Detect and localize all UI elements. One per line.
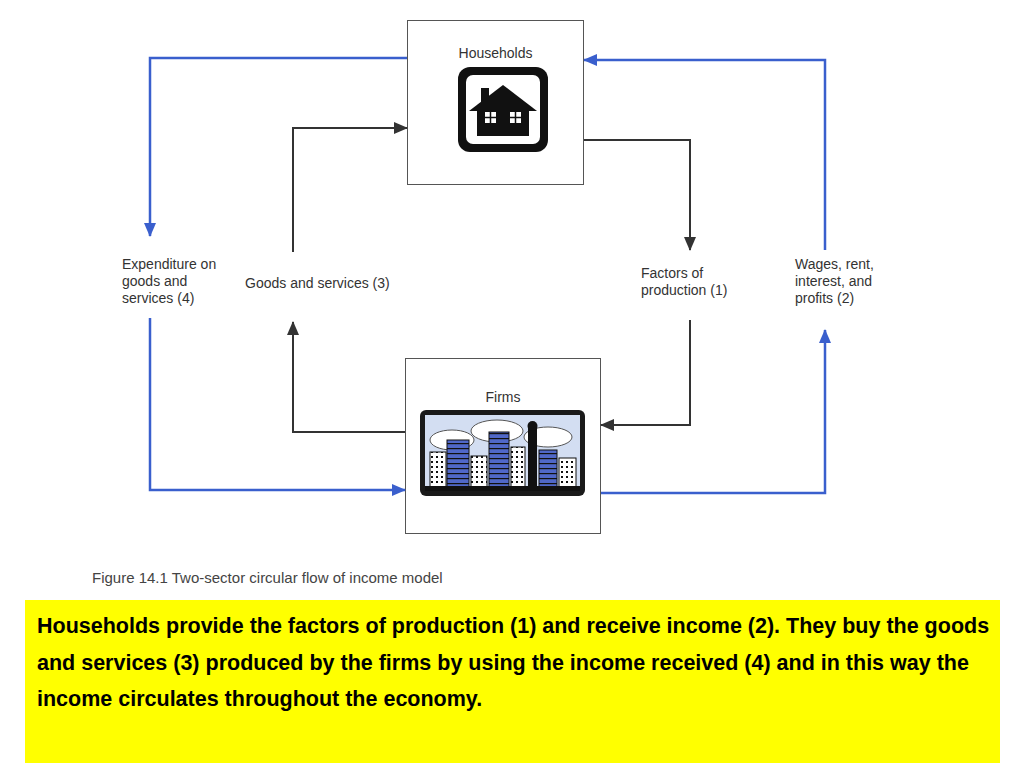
- city-tower: [528, 424, 537, 488]
- icon-background: [466, 75, 540, 144]
- summary-note: Households provide the factors of produc…: [25, 600, 1000, 763]
- icon-frame: [420, 410, 585, 496]
- note-text: Households provide the factors of produc…: [37, 608, 992, 718]
- flow-line: [293, 322, 405, 432]
- house-window: [485, 112, 496, 123]
- city-cloud: [471, 420, 523, 442]
- flow-arrow: [584, 60, 825, 493]
- city-sky: [425, 415, 580, 491]
- flow-label: Wages, rent, interest, and profits (2): [795, 256, 887, 307]
- city-building: [489, 432, 509, 488]
- city-building: [511, 447, 525, 488]
- flow-line: [293, 128, 407, 252]
- city-building: [559, 458, 576, 488]
- icon-frame: [458, 67, 548, 152]
- city-building: [539, 450, 557, 488]
- window-bar: [515, 112, 517, 123]
- house-icon: [458, 67, 548, 152]
- house-window: [510, 112, 521, 123]
- window-bar: [490, 112, 492, 123]
- city-building: [447, 440, 469, 488]
- city-tower-top: [528, 421, 538, 431]
- flow-line: [584, 140, 690, 250]
- sector-box: Firms: [405, 358, 601, 534]
- window-bar: [510, 117, 521, 119]
- city-cloud: [524, 427, 572, 447]
- flow-label: Goods and services (3): [245, 275, 390, 292]
- flow-line: [601, 330, 825, 493]
- sector-box: Households: [407, 20, 584, 185]
- window-bar: [485, 117, 496, 119]
- flow-label: Expenditure on goods and services (4): [122, 256, 227, 307]
- flow-line: [150, 318, 405, 490]
- house-body: [477, 106, 529, 136]
- city-icon: [420, 410, 585, 496]
- city-cloud: [430, 430, 474, 450]
- figure-caption: Figure 14.1 Two-sector circular flow of …: [92, 569, 443, 586]
- flow-line: [150, 58, 407, 236]
- city-ground: [425, 486, 580, 491]
- box-title: Households: [408, 21, 583, 61]
- flow-line: [601, 320, 690, 425]
- city-building: [430, 452, 446, 488]
- flow-label: Factors of production (1): [641, 265, 736, 299]
- city-building: [471, 456, 487, 488]
- flow-arrow: [150, 58, 407, 490]
- box-title: Firms: [406, 359, 600, 405]
- house-chimney: [481, 88, 489, 104]
- house-roof: [469, 85, 537, 111]
- flow-line: [584, 60, 825, 250]
